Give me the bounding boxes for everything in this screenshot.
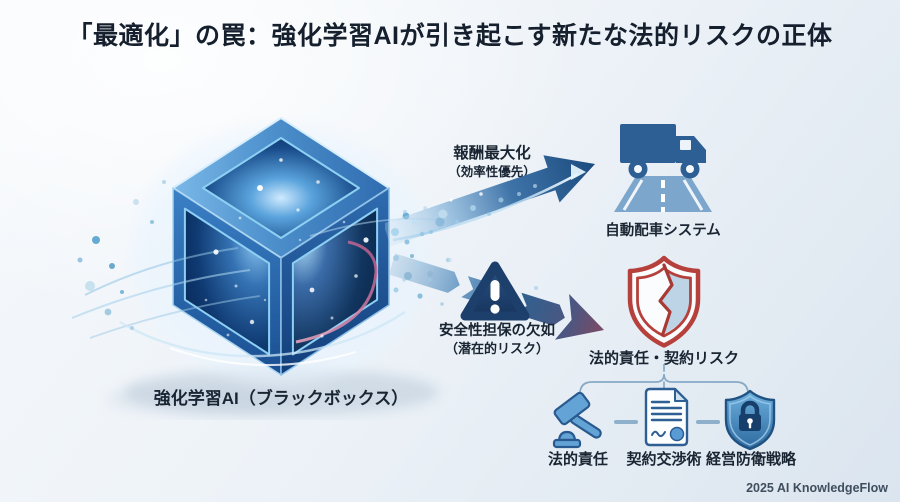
reward-flow-label: 報酬最大化: [453, 145, 531, 162]
connector-dash: [696, 420, 720, 424]
countermeasure-label-contract: 契約交渉術: [626, 451, 702, 468]
countermeasure-label-defense: 経営防衛戦略: [705, 451, 797, 468]
footer-credit: 2025 AI KnowledgeFlow: [746, 481, 888, 495]
page-title: 「最適化」の罠：強化学習AIが引き起こす新たな法的リスクの正体: [67, 22, 833, 50]
contract-document-icon: [644, 387, 689, 447]
risk-arrow-icon: [390, 253, 604, 340]
risk-outcome-label: 法的責任・契約リスク: [588, 350, 740, 367]
reward-flow-sublabel: （効率性優先）: [448, 165, 536, 179]
reward-arrow-icon: [385, 155, 595, 247]
shield-lock-icon: [724, 389, 776, 451]
connector-dash: [614, 420, 638, 424]
blackbox-label: 強化学習AI（ブラックボックス）: [153, 389, 409, 408]
broken-shield-icon: [627, 255, 701, 348]
countermeasure-label-legal: 法的責任: [547, 451, 609, 468]
reward-outcome-label: 自動配車システム: [605, 223, 721, 239]
gavel-icon: [552, 391, 602, 449]
warning-triangle-icon: [460, 261, 530, 321]
risk-flow-label: 安全性担保の欠如: [439, 323, 555, 339]
risk-flow-sublabel: （潜在的リスク）: [444, 341, 550, 356]
ai-blackbox-cube-icon: [71, 117, 451, 416]
delivery-truck-icon: [614, 124, 712, 212]
